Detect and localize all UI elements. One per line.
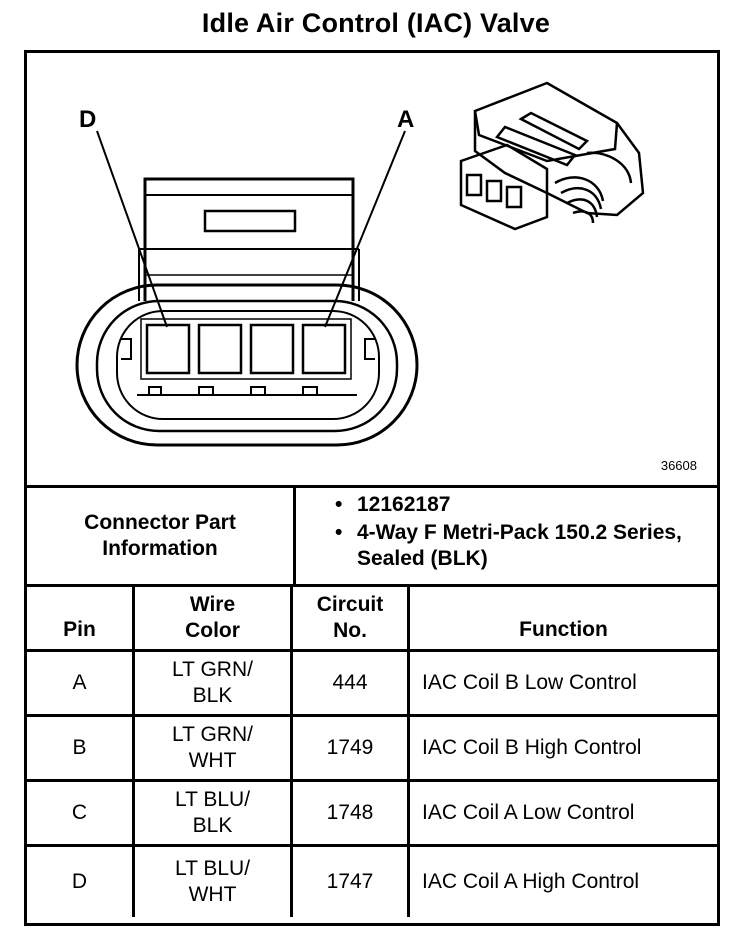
pin-cell: D (27, 847, 135, 917)
connector-drawing: D A (75, 81, 645, 447)
bullet-icon: • (335, 521, 343, 544)
table-header-row: Pin Wire Color Circuit No. Function (27, 587, 717, 652)
pin-cavity-a (301, 323, 347, 375)
connector-inner-shell (95, 299, 399, 433)
table-row: B LT GRN/ WHT 1749 IAC Coil B High Contr… (27, 717, 717, 782)
bullet-icon: • (335, 493, 343, 516)
leader-line-a (324, 130, 406, 328)
header-function: Function (519, 618, 608, 641)
circuit-cell: 444 (293, 652, 410, 714)
wire-color-cell: LT GRN/ WHT (135, 717, 293, 779)
table-row: D LT BLU/ WHT 1747 IAC Coil A High Contr… (27, 847, 717, 917)
wire-color-cell: LT BLU/ BLK (135, 782, 293, 844)
connector-info-list: • 12162187 • 4-Way F Metri-Pack 150.2 Se… (329, 492, 709, 574)
table-row: C LT BLU/ BLK 1748 IAC Coil A Low Contro… (27, 782, 717, 847)
connector-outer-shell (75, 283, 419, 447)
circuit-cell: 1748 (293, 782, 410, 844)
connector-isometric-icon (459, 81, 645, 231)
page-title: Idle Air Control (IAC) Valve (201, 8, 551, 38)
pin-cell: A (27, 652, 135, 714)
label-a: A (397, 106, 414, 133)
lock-tab (203, 209, 297, 233)
header-wire-color: Wire Color (135, 587, 293, 649)
figure-number: 36608 (660, 458, 697, 473)
pin-cavity-b (249, 323, 295, 375)
list-item: • 12162187 (329, 492, 709, 518)
circuit-cell: 1749 (293, 717, 410, 779)
wire-color-cell: LT GRN/ BLK (135, 652, 293, 714)
pin-cell: B (27, 717, 135, 779)
label-d: D (79, 106, 96, 133)
wire-color-cell: LT BLU/ WHT (135, 847, 293, 917)
connector-sheet: D A 36608 Connector Part Inf (24, 50, 720, 926)
leader-line-d (96, 130, 168, 328)
connector-figure: D A 36608 (27, 53, 717, 488)
function-cell: IAC Coil B High Control (422, 736, 642, 759)
lock-housing (143, 177, 355, 301)
connector-info-row: Connector Part Information • 12162187 • … (27, 488, 717, 587)
table-row: A LT GRN/ BLK 444 IAC Coil B Low Control (27, 652, 717, 717)
connector-type: 4-Way F Metri-Pack 150.2 Series, Sealed … (357, 521, 682, 570)
pin-cavity-c (197, 323, 243, 375)
function-cell: IAC Coil A High Control (422, 870, 640, 893)
connector-info-label: Connector Part Information (27, 488, 296, 584)
header-circuit: Circuit No. (293, 587, 410, 649)
function-cell: IAC Coil B Low Control (422, 671, 637, 694)
pin-cavity-d (145, 323, 191, 375)
part-number: 12162187 (357, 493, 451, 516)
circuit-cell: 1747 (293, 847, 410, 917)
connector-seal-ring (116, 310, 380, 420)
pin-cell: C (27, 782, 135, 844)
list-item: • 4-Way F Metri-Pack 150.2 Series, Seale… (329, 520, 709, 572)
function-cell: IAC Coil A Low Control (422, 801, 635, 824)
header-pin: Pin (27, 587, 135, 649)
